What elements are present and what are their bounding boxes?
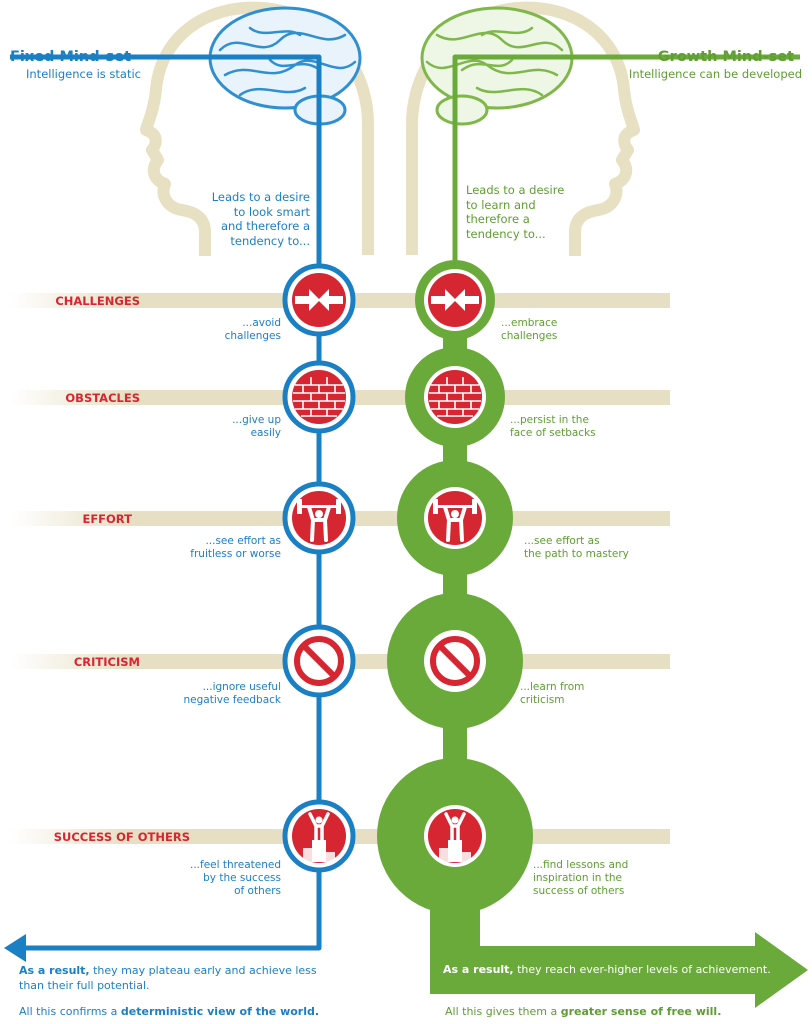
fixed-weightlifter-icon xyxy=(292,491,346,545)
category-label-challenges: CHALLENGES xyxy=(55,294,140,308)
growth-brain-icon xyxy=(420,6,574,126)
category-label-effort: EFFORT xyxy=(82,512,132,526)
fixed-brain-icon xyxy=(208,6,362,126)
fixed-response-challenges: ...avoid challenges xyxy=(224,317,281,342)
growth-response-criticism: ...learn from criticism xyxy=(520,681,585,706)
growth-brick-wall-icon xyxy=(428,370,482,424)
fixed-response-effort: ...see effort as fruitless or worse xyxy=(190,535,281,560)
fixed-conclusion-pre: All this confirms a xyxy=(19,1005,121,1018)
fixed-winner-podium-icon xyxy=(292,809,346,863)
fixed-result-body: they may plateau early and achieve less … xyxy=(19,964,317,992)
growth-response-success: ...find lessons and inspiration in the s… xyxy=(533,859,629,897)
category-label-success-of-others: SUCCESS OF OTHERS xyxy=(53,830,190,844)
growth-result-body: they reach ever-higher levels of achieve… xyxy=(513,963,771,976)
fixed-mindset-subtitle: Intelligence is static xyxy=(26,67,141,81)
fixed-mindset-title: Fixed Mind-set xyxy=(10,49,132,65)
growth-conclusion: All this gives them a greater sense of f… xyxy=(445,1005,721,1018)
fixed-response-success: ...feel threatened by the success of oth… xyxy=(190,859,281,897)
fixed-lead-text: Leads to a desire to look smart and ther… xyxy=(211,190,310,248)
category-label-obstacles: OBSTACLES xyxy=(65,391,140,405)
growth-result-text: As a result, they reach ever-higher leve… xyxy=(443,963,803,976)
growth-result-lead: As a result, xyxy=(443,963,514,976)
fixed-no-sign-icon xyxy=(294,636,344,686)
growth-mindset-subtitle: Intelligence can be developed xyxy=(628,67,802,81)
growth-response-challenges: ...embrace challenges xyxy=(501,317,558,342)
fixed-brick-wall-icon xyxy=(292,370,346,424)
growth-arrows-inward-icon xyxy=(428,273,482,327)
fixed-arrows-inward-icon xyxy=(292,273,346,327)
growth-conclusion-bold: greater sense of free will. xyxy=(560,1005,722,1018)
fixed-conclusion: All this confirms a deterministic view o… xyxy=(19,1005,319,1018)
fixed-result-lead: As a result, xyxy=(19,964,90,977)
growth-no-sign-icon xyxy=(430,636,480,686)
growth-winner-podium-icon xyxy=(428,809,482,863)
growth-response-effort: ...see effort as the path to mastery xyxy=(524,535,629,560)
category-label-criticism: CRITICISM xyxy=(73,655,140,669)
fixed-conclusion-bold: deterministic view of the world. xyxy=(120,1005,320,1018)
growth-response-obstacles: ...persist in the face of setbacks xyxy=(510,414,596,439)
fixed-result-arrowhead xyxy=(4,934,26,962)
growth-mindset-title: Growth Mind-set xyxy=(657,49,794,65)
fixed-response-obstacles: ...give up easily xyxy=(232,414,281,439)
growth-lead-text: Leads to a desire to learn and therefore… xyxy=(466,183,565,241)
growth-conclusion-pre: All this gives them a xyxy=(445,1005,561,1018)
growth-weightlifter-icon xyxy=(428,491,482,545)
fixed-response-criticism: ...ignore useful negative feedback xyxy=(183,681,282,706)
growth-result-arrow xyxy=(430,870,808,1008)
fixed-result-text: As a result, they may plateau early and … xyxy=(19,963,319,993)
